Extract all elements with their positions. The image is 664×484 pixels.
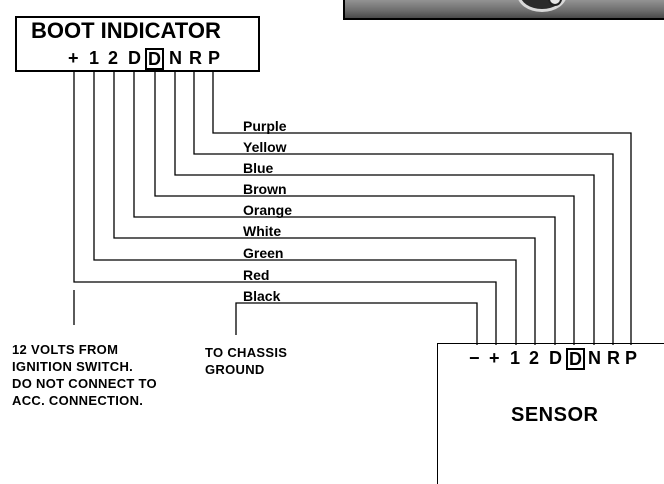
sensor-pin-minus: − (469, 348, 480, 368)
wire-orange (133, 70, 556, 345)
sensor-title: SENSOR (511, 404, 599, 426)
wire-black (235, 302, 478, 345)
boot-pin-r: R (189, 48, 202, 68)
wire-label-yellow: Yellow (243, 139, 287, 155)
boot-pin-d: D (128, 48, 141, 68)
boot-pin-1: 1 (89, 48, 100, 68)
sensor-pin-d-boxed: D (566, 348, 585, 370)
wire-label-white: White (243, 223, 282, 239)
sensor-pin-1: 1 (510, 348, 521, 368)
wire-label-blue: Blue (243, 160, 274, 176)
wiring-lines (73, 70, 632, 345)
sensor-pin-r: R (607, 348, 620, 368)
sensor-box (437, 343, 664, 484)
wire-label-green: Green (243, 245, 284, 261)
wire-blue (174, 70, 595, 345)
wire-yellow (193, 70, 614, 345)
wire-brown (154, 70, 575, 345)
wire-label-black: Black (243, 288, 281, 304)
boot-indicator-box (15, 16, 260, 72)
wire-white (113, 70, 536, 345)
sensor-pin-d: D (549, 348, 562, 368)
boot-pin-2: 2 (108, 48, 119, 68)
wire-label-orange: Orange (243, 202, 293, 218)
sensor-photo (343, 0, 664, 20)
boot-pin-n: N (169, 48, 182, 68)
ground-note: TO CHASSIS GROUND (205, 345, 288, 377)
sensor-pin-2: 2 (529, 348, 540, 368)
wire-red (73, 70, 497, 345)
boot-pin-p: P (208, 48, 221, 68)
wire-label-purple: Purple (243, 118, 287, 134)
sensor-pin-p: P (625, 348, 638, 368)
ignition-note: 12 VOLTS FROM IGNITION SWITCH. DO NOT CO… (12, 342, 157, 408)
wire-purple (212, 70, 632, 345)
sensor-pin-plus: + (489, 348, 500, 368)
wire-green (93, 70, 517, 345)
boot-indicator-title: BOOT INDICATOR (31, 18, 221, 43)
wire-label-brown: Brown (243, 181, 287, 197)
wire-label-red: Red (243, 267, 270, 283)
sensor-pin-n: N (588, 348, 601, 368)
boot-pin-d-boxed: D (145, 48, 164, 70)
boot-pin-plus: + (68, 48, 79, 68)
